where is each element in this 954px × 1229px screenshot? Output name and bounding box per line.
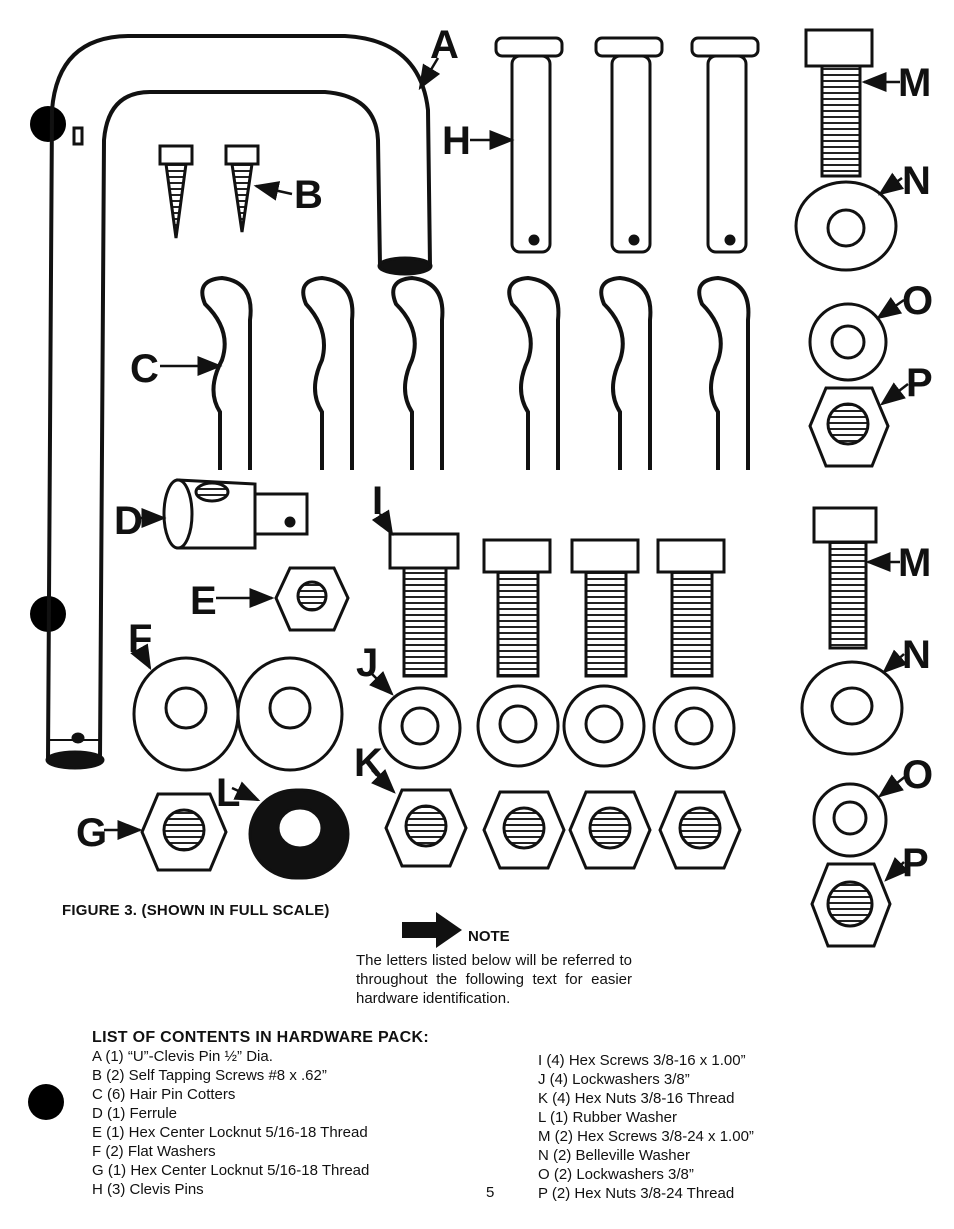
hardware-set-lower: [800, 506, 904, 948]
label-g: G: [76, 811, 107, 855]
label-b: B: [294, 173, 323, 217]
label-d: D: [114, 499, 143, 543]
flat-washers: [132, 656, 344, 772]
label-j: J: [356, 641, 378, 685]
list-item: C (6) Hair Pin Cotters: [92, 1086, 236, 1103]
list-item: B (2) Self Tapping Screws #8 x .62”: [92, 1067, 327, 1084]
rubber-washer: [248, 788, 350, 880]
list-item: E (1) Hex Center Locknut 5/16-18 Thread: [92, 1124, 368, 1141]
list-item: K (4) Hex Nuts 3/8-16 Thread: [538, 1090, 735, 1107]
label-l: L: [216, 771, 240, 815]
clevis-pins: [494, 36, 760, 254]
list-item: G (1) Hex Center Locknut 5/16-18 Thread: [92, 1162, 370, 1179]
list-item: M (2) Hex Screws 3/8-24 x 1.00”: [538, 1128, 754, 1145]
note-text: The letters listed below will be referre…: [356, 952, 632, 1007]
list-item: F (2) Flat Washers: [92, 1143, 216, 1160]
label-m-lower: M: [898, 541, 931, 585]
label-o-upper: O: [902, 279, 933, 323]
label-n-lower: N: [902, 633, 931, 677]
list-item: J (4) Lockwashers 3/8”: [538, 1071, 690, 1088]
list-item: I (4) Hex Screws 3/8-16 x 1.00”: [538, 1052, 746, 1069]
label-a: A: [430, 23, 459, 67]
label-f: F: [128, 617, 152, 661]
hex-locknut-e: [274, 566, 350, 632]
binder-hole-bottom: [28, 1084, 64, 1120]
lockwashers-j: [378, 684, 736, 770]
contents-list-title: LIST OF CONTENTS IN HARDWARE PACK:: [92, 1029, 430, 1046]
label-k: K: [354, 741, 383, 785]
hair-pin-cotters: [200, 275, 751, 470]
label-p-upper: P: [906, 361, 933, 405]
list-item: A (1) “U”-Clevis Pin ½” Dia.: [92, 1048, 273, 1065]
hex-locknut-g: [140, 792, 228, 872]
label-h: H: [442, 119, 471, 163]
figure-caption: FIGURE 3. (SHOWN IN FULL SCALE): [62, 902, 330, 919]
binder-hole-top: [30, 106, 66, 142]
note-title: NOTE: [468, 928, 510, 945]
ferrule: [162, 478, 309, 550]
hex-screws-3-8-16: [388, 532, 726, 678]
label-o-lower: O: [902, 753, 933, 797]
label-n-upper: N: [902, 159, 931, 203]
list-item: H (3) Clevis Pins: [92, 1181, 204, 1198]
self-tapping-screws: [158, 144, 260, 239]
list-item: P (2) Hex Nuts 3/8-24 Thread: [538, 1185, 735, 1202]
label-p-lower: P: [902, 841, 929, 885]
page-number: 5: [486, 1184, 495, 1201]
list-item: O (2) Lockwashers 3/8”: [538, 1166, 694, 1183]
contents-list-right: I (4) Hex Screws 3/8-16 x 1.00” J (4) Lo…: [538, 1051, 754, 1203]
hex-nuts-k: [384, 788, 742, 870]
label-i: I: [372, 479, 383, 523]
contents-list-left: A (1) “U”-Clevis Pin ½” Dia. B (2) Self …: [92, 1047, 369, 1199]
label-c: C: [130, 347, 159, 391]
list-item: D (1) Ferrule: [92, 1105, 178, 1122]
hardware-set-upper: [794, 28, 898, 468]
list-item: N (2) Belleville Washer: [538, 1147, 690, 1164]
label-m-upper: M: [898, 61, 931, 105]
note-arrow-icon: [402, 912, 462, 948]
label-e: E: [190, 579, 217, 623]
list-item: L (1) Rubber Washer: [538, 1109, 677, 1126]
